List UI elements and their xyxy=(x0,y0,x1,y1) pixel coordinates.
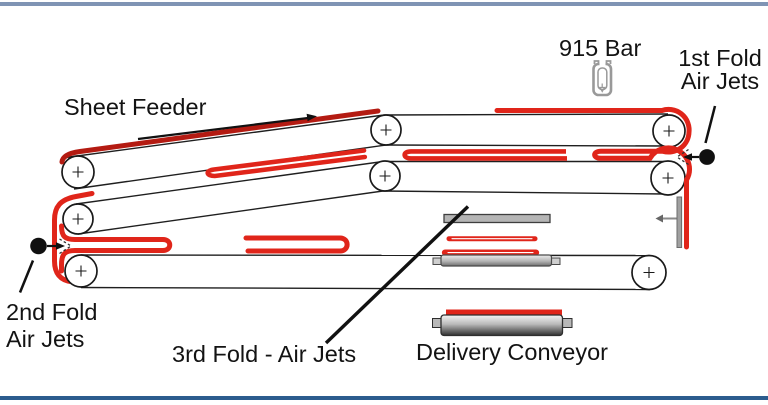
bar-915-label: 915 Bar xyxy=(559,35,642,61)
top-border-rule xyxy=(0,2,768,6)
sheet-hairpin-second-fold xyxy=(59,223,173,274)
roller-mid-upper xyxy=(370,114,402,146)
sheet-feeder-label: Sheet Feeder xyxy=(64,94,207,120)
second-fold-air-jet xyxy=(18,237,71,293)
second-fold-label-line2: Air Jets xyxy=(6,325,85,352)
fold-roller-bar xyxy=(432,254,561,267)
first-fold-label-line1: 1st Fold xyxy=(678,45,762,71)
sheet-hairpin-lower-belt xyxy=(243,235,350,254)
air-nozzle-icon xyxy=(655,214,677,223)
second-fold-pointer-line xyxy=(18,260,35,293)
first-fold-air-jet xyxy=(677,105,717,166)
sheet-on-feeder xyxy=(59,108,381,165)
sheet-second-fold-wrap xyxy=(52,191,95,285)
second-fold-air-jet-dot xyxy=(30,237,47,255)
air-spray-dashes xyxy=(677,148,689,166)
third-fold-pointer-line xyxy=(324,205,470,345)
bar-915-icon xyxy=(592,60,613,97)
roller-feed-left xyxy=(61,155,95,189)
delivery-roller xyxy=(432,309,573,337)
roller-lower-right xyxy=(631,254,667,291)
roller-first-fold-lower xyxy=(650,160,686,196)
second-fold-label-line1: 2nd Fold xyxy=(6,299,98,325)
delivery-conveyor-label: Delivery Conveyor xyxy=(416,339,608,365)
bottom-border-rule xyxy=(0,396,768,400)
sheet-folded-traveling-left xyxy=(402,149,567,161)
fold-belt-lower xyxy=(80,254,651,291)
roller-lower-left xyxy=(64,254,98,288)
sheet-on-delivery xyxy=(446,309,562,316)
roller-first-fold-upper xyxy=(652,114,686,148)
first-fold-pointer-line xyxy=(704,105,717,144)
fold-belt-middle xyxy=(75,160,666,235)
first-fold-air-jet-dot xyxy=(699,149,715,165)
fold-stop-bar xyxy=(676,196,683,248)
roller-mid-lower xyxy=(369,160,401,192)
third-fold-label: 3rd Fold - Air Jets xyxy=(172,341,357,367)
sheet-feeder-direction-arrow xyxy=(137,113,317,141)
roller-second-fold xyxy=(62,203,94,235)
sheet-folded-on-incline xyxy=(205,148,368,179)
press-plate xyxy=(443,213,551,224)
air-spray-dashes xyxy=(59,238,71,255)
first-fold-label-line2: Air Jets xyxy=(680,68,760,94)
rollers xyxy=(61,114,686,291)
